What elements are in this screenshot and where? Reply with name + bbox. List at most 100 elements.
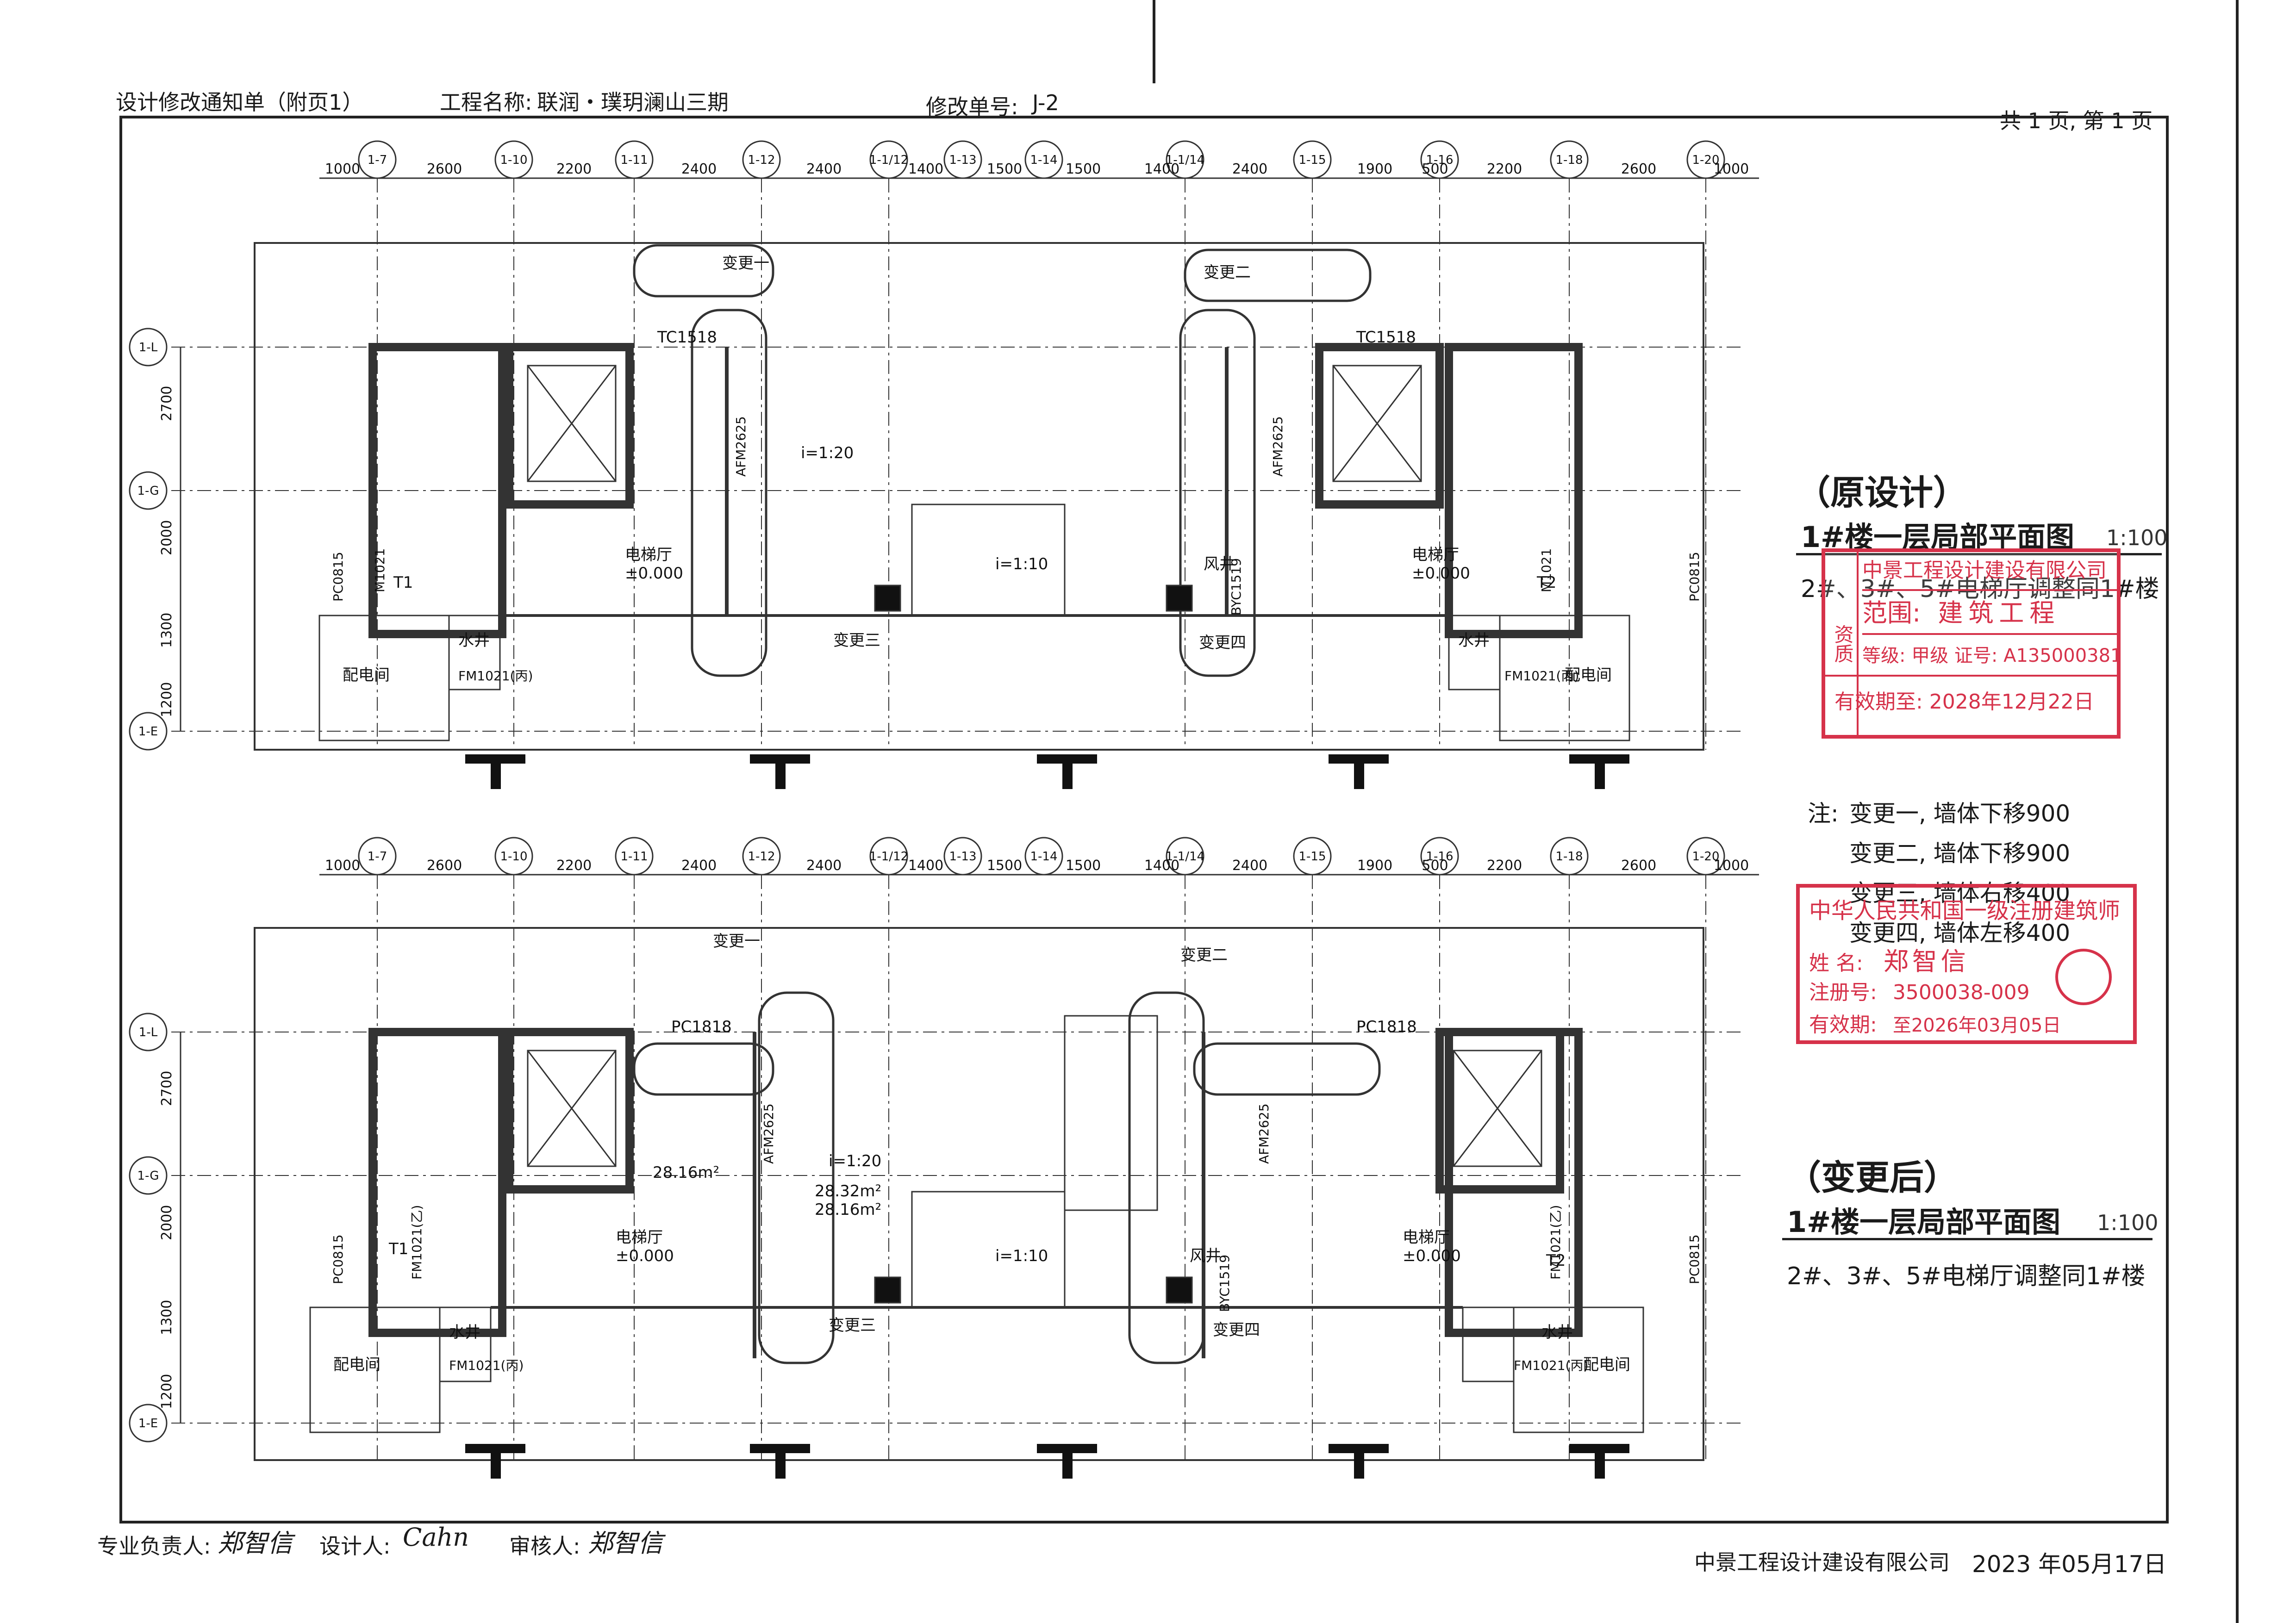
room-label: i=1:10 xyxy=(995,1247,1048,1265)
dim-label: 2700 xyxy=(159,386,175,421)
plan-original-underline xyxy=(1796,553,2162,555)
axis-label: 1-1/12 xyxy=(869,153,908,167)
project-name: 联润・璞玥澜山三期 xyxy=(537,90,729,115)
axis-label: 1-1/12 xyxy=(869,850,908,864)
sidebar-divider xyxy=(2236,0,2239,1623)
dim-label: 2600 xyxy=(1621,858,1656,874)
plan-original-scale: 1:100 xyxy=(2106,525,2168,550)
dim-label: 1400 xyxy=(908,161,943,177)
plan-modified-note: 2#、3#、5#电梯厅调整同1#楼 xyxy=(1787,1262,2146,1290)
dim-label: 2400 xyxy=(681,858,717,874)
dim-label: 1000 xyxy=(325,858,360,874)
axis-label: 1-1/14 xyxy=(1166,153,1204,167)
room-label: 电梯厅 xyxy=(1403,1228,1450,1247)
dim-label: 500 xyxy=(1422,161,1448,177)
architect-stamp: 中华人民共和国一级注册建筑师 姓 名: 郑智信 注册号: 3500038-009… xyxy=(1796,884,2137,1044)
change-tag: 变更二 xyxy=(1180,946,1228,964)
designer-label: 设计人: xyxy=(319,1534,391,1559)
dim-label: 500 xyxy=(1422,858,1448,874)
stamp-architect-title: 中华人民共和国一级注册建筑师 xyxy=(1809,898,2121,924)
stamp-reg: 3500038-009 xyxy=(1892,981,2030,1004)
room-label: ±0.000 xyxy=(1403,1247,1461,1265)
stair-label: T2 xyxy=(1536,573,1556,592)
axis-label: 1-18 xyxy=(1555,850,1583,864)
room-label: 电梯厅 xyxy=(1412,546,1459,564)
drawing-frame xyxy=(119,116,2169,1524)
dim-label: 1900 xyxy=(1357,161,1392,177)
axis-label: 1-14 xyxy=(1030,850,1057,864)
page-count: 共 1 页, 第 1 页 xyxy=(2000,108,2153,133)
door-label: PC0815 xyxy=(1687,1234,1702,1284)
axis-label: 1-15 xyxy=(1298,850,1326,864)
stamp-grade: 等级: 甲级 证号: A135000381 xyxy=(1862,633,2122,677)
stamp-valid-row: 有效期: 至2026年03月05日 xyxy=(1809,1008,2061,1038)
plan-modified-underline xyxy=(1782,1238,2152,1240)
plan-original-drawing: 1-7 1-10 1-11 1-12 1-1/12 1-13 1-14 1-1/… xyxy=(129,140,1759,789)
doc-title: 设计修改通知单（附页1） xyxy=(116,90,364,115)
door-label: AFM2625 xyxy=(761,1103,776,1164)
room-label: 配电间 xyxy=(343,666,390,684)
dim-label: 2200 xyxy=(556,161,592,177)
room-label: 配电间 xyxy=(333,1356,381,1374)
dim-label: 1300 xyxy=(159,613,175,648)
axis-label: 1-13 xyxy=(949,850,976,864)
stamp-valid-label: 有效期: xyxy=(1809,1013,1877,1037)
reviewer-signature: 郑智信 xyxy=(588,1529,663,1558)
change-tag: 变更四 xyxy=(1213,1321,1260,1339)
stamp-name-row: 姓 名: 郑智信 xyxy=(1809,941,1970,977)
dim-label: 1200 xyxy=(159,682,175,717)
area-label: 28.16m² xyxy=(815,1200,881,1219)
door-label: FM1021(乙) xyxy=(1548,1205,1563,1280)
dim-label: 2200 xyxy=(1487,858,1522,874)
axis-label: 1-12 xyxy=(748,850,775,864)
door-label: TC1518 xyxy=(1356,328,1416,347)
dim-label: 2600 xyxy=(427,161,462,177)
change-no: J-2 xyxy=(1032,90,1059,115)
change-tag: 变更一 xyxy=(722,254,769,273)
dim-label: 1400 xyxy=(908,858,943,874)
note-item: 变更四, 墙体左移400 xyxy=(1849,920,2071,946)
door-label: FM1021(乙) xyxy=(409,1205,424,1280)
room-label: 水井 xyxy=(1541,1323,1573,1342)
room-label: 水井 xyxy=(1458,631,1490,650)
change-tag: 变更二 xyxy=(1204,263,1251,282)
dim-label: 1500 xyxy=(1066,858,1101,874)
stair-label: T1 xyxy=(388,1240,408,1258)
dim-label: 1000 xyxy=(1714,858,1749,874)
change-tag: 变更三 xyxy=(829,1316,876,1335)
door-label: PC1818 xyxy=(1356,1018,1417,1036)
room-label: ±0.000 xyxy=(625,564,683,583)
room-label: 风井 xyxy=(1204,555,1235,573)
note-item: 变更二, 墙体下移900 xyxy=(1849,840,2071,867)
door-label: BYC1519 xyxy=(1229,558,1244,616)
dim-label: 2400 xyxy=(1232,858,1267,874)
stamp-scope-label: 范围: xyxy=(1862,598,1921,628)
door-label: PC0815 xyxy=(331,552,346,602)
room-label: i=1:20 xyxy=(801,444,854,462)
lead-signature: 郑智信 xyxy=(218,1529,293,1558)
footer-date: 2023 年05月17日 xyxy=(1972,1551,2167,1578)
door-label: AFM2625 xyxy=(1256,1103,1272,1164)
room-label: i=1:20 xyxy=(829,1152,881,1170)
stamp-side-label: 资质 xyxy=(1831,552,1859,735)
dim-label: 2400 xyxy=(806,858,842,874)
stamp-scope: 范围: 建筑工程 xyxy=(1862,589,2117,635)
footer-company: 中景工程设计建设有限公司 xyxy=(1694,1550,1950,1575)
change-tag: 变更四 xyxy=(1199,634,1246,652)
axis-label: 1-1/14 xyxy=(1166,850,1204,864)
room-label: 电梯厅 xyxy=(625,546,672,564)
stamp-valid-value: 至2026年03月05日 xyxy=(1892,1015,2061,1036)
note-item: 变更一, 墙体下移900 xyxy=(1849,800,2071,827)
axis-label: 1-7 xyxy=(368,850,387,864)
dim-label: 2600 xyxy=(1621,161,1656,177)
dim-label: 2200 xyxy=(556,858,592,874)
axis-label: 1-E xyxy=(138,1417,158,1430)
room-label: ±0.000 xyxy=(1412,564,1470,583)
axis-label: 1-E xyxy=(138,725,158,739)
stamp-company-name: 中景工程设计建设有限公司 xyxy=(1862,559,2107,582)
change-tag: 变更三 xyxy=(833,631,880,650)
axis-label: 1-14 xyxy=(1030,153,1057,167)
door-label: TC1518 xyxy=(657,328,717,347)
axis-label: 1-20 xyxy=(1692,153,1719,167)
dim-label: 1500 xyxy=(987,858,1022,874)
